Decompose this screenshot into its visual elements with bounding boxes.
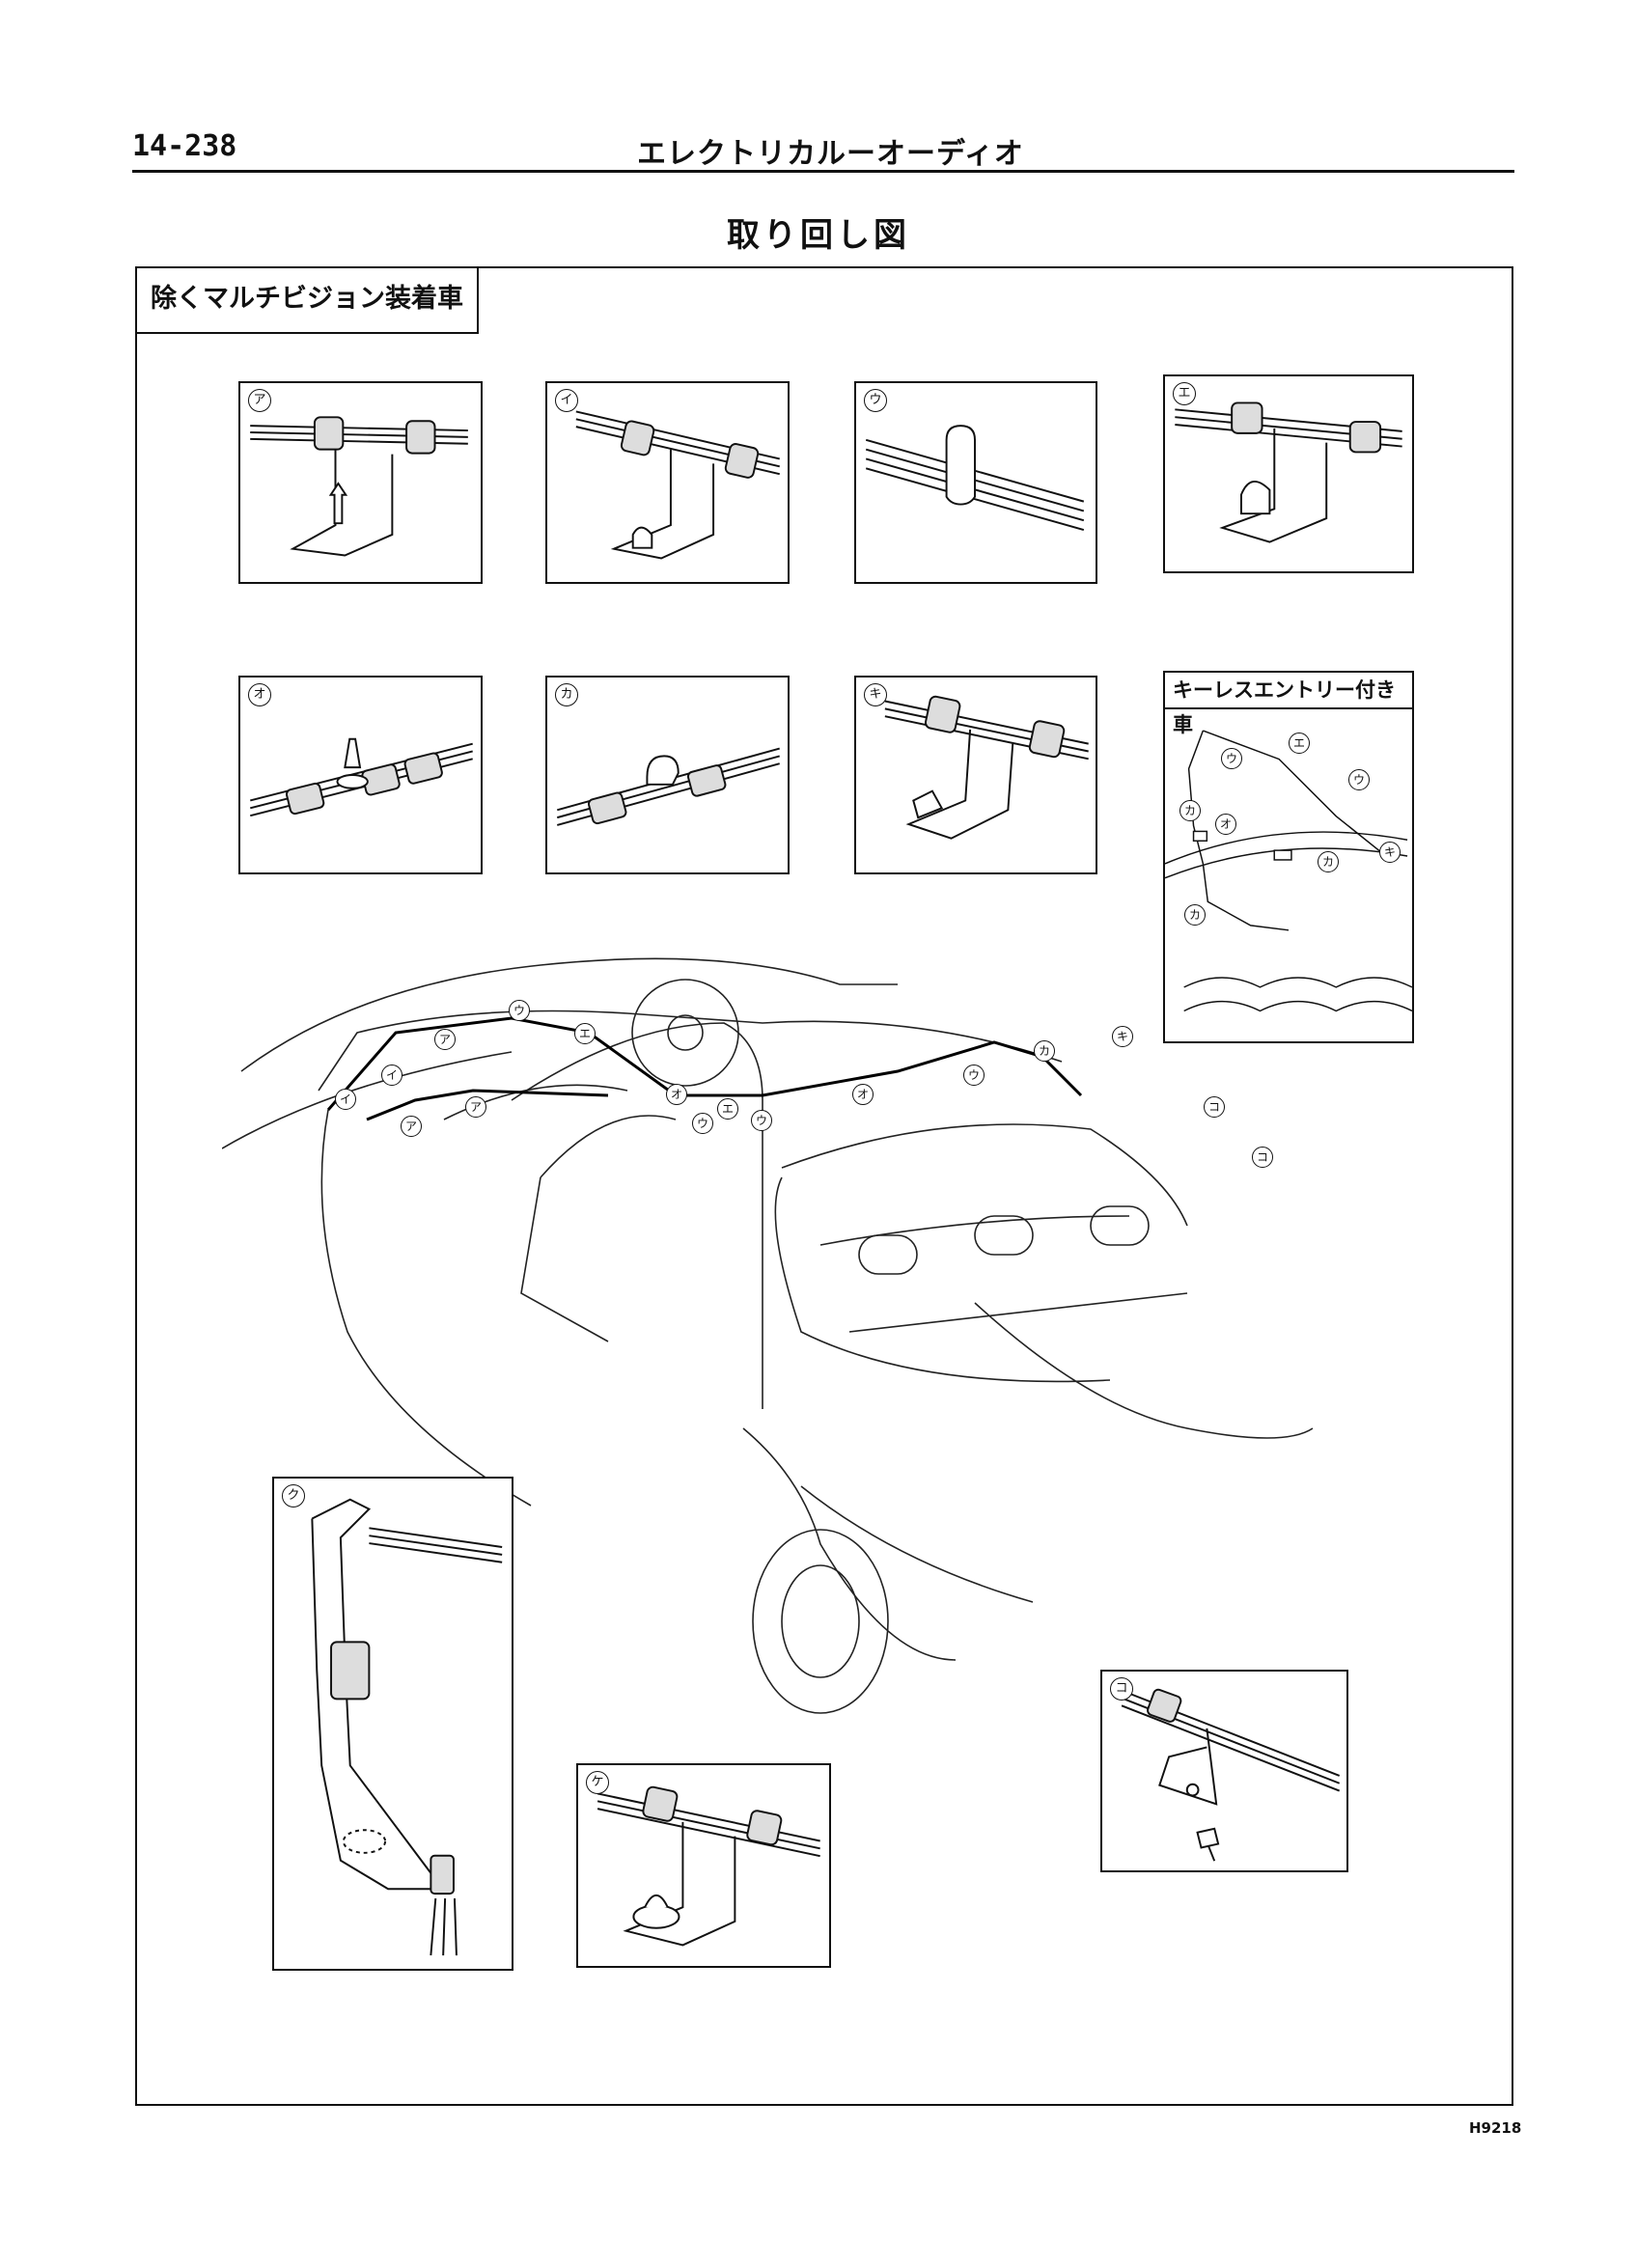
variant-label: 除くマルチビジョン装着車	[135, 266, 479, 334]
clip-stud-illustration	[250, 416, 468, 557]
keyless-entry-inset: キーレスエントリー付き車 ウ エ ウ カ オ カ キ カ	[1163, 671, 1414, 1043]
detail-ke: ケ	[576, 1763, 831, 1968]
tape-clip-illustration	[865, 425, 1085, 531]
bracket-harness-illustration	[311, 1498, 503, 1956]
car-callout: ア	[434, 1029, 456, 1050]
detail-i: イ	[545, 381, 790, 584]
car-callout: エ	[717, 1098, 738, 1120]
page-number: 14-238	[132, 129, 237, 163]
taped-clip-illustration	[557, 747, 780, 826]
car-harness-illustration	[222, 957, 1314, 1714]
car-callout: カ	[1034, 1040, 1055, 1062]
inset-callout: カ	[1179, 800, 1201, 821]
detail-ku: ク	[272, 1477, 513, 1971]
car-callout: コ	[1252, 1147, 1273, 1168]
detail-ko: コ	[1100, 1670, 1348, 1872]
clip-button-illustration	[597, 1785, 820, 1947]
connector-bracket-illustration	[1175, 401, 1402, 543]
car-callout: イ	[335, 1089, 356, 1110]
image-code: H9218	[1469, 2119, 1522, 2137]
detail-marker: ア	[248, 389, 271, 412]
inset-callout: ウ	[1348, 769, 1370, 790]
detail-marker: ウ	[864, 389, 887, 412]
car-callout: キ	[1112, 1026, 1133, 1047]
car-callout: ア	[465, 1096, 486, 1118]
detail-o: オ	[238, 676, 483, 874]
detail-marker: オ	[248, 683, 271, 706]
diagram-frame	[135, 266, 1513, 2106]
car-callout: ウ	[692, 1113, 713, 1134]
inset-callout: エ	[1289, 733, 1310, 754]
detail-marker: キ	[864, 683, 887, 706]
detail-marker: カ	[555, 683, 578, 706]
inset-callout: カ	[1184, 904, 1206, 926]
detail-e: エ	[1163, 374, 1414, 573]
taped-stud-illustration	[250, 737, 473, 817]
inset-callout: オ	[1215, 814, 1236, 835]
inset-label: キーレスエントリー付き車	[1165, 673, 1412, 736]
inset-callout: ウ	[1221, 748, 1242, 769]
car-callout: コ	[1204, 1096, 1225, 1118]
detail-a: ア	[238, 381, 483, 584]
detail-marker: イ	[555, 389, 578, 412]
detail-ka: カ	[545, 676, 790, 874]
clip-bracket-illustration	[575, 410, 780, 560]
detail-ki: キ	[854, 676, 1097, 874]
detail-marker: エ	[1173, 382, 1196, 405]
keyless-wiring-illustration	[1165, 730, 1412, 1012]
header-rule	[132, 170, 1514, 173]
car-callout: エ	[574, 1023, 596, 1044]
detail-marker: コ	[1110, 1677, 1133, 1701]
car-callout: ウ	[509, 1000, 530, 1021]
bracket-clip-illustration	[884, 695, 1089, 840]
detail-marker: ケ	[586, 1771, 609, 1794]
section-title: エレクトリカルーオーディオ	[637, 137, 1024, 171]
detail-u: ウ	[854, 381, 1097, 584]
car-callout: ア	[401, 1116, 422, 1137]
detail-marker: ク	[282, 1484, 305, 1507]
car-callout: ウ	[751, 1110, 772, 1131]
diagram-title: 取り回し図	[727, 216, 910, 255]
inset-callout: カ	[1318, 851, 1339, 872]
car-callout: オ	[666, 1084, 687, 1105]
car-callout: オ	[852, 1084, 874, 1105]
inset-callout: キ	[1379, 842, 1401, 863]
car-callout: イ	[381, 1065, 402, 1086]
bolted-bracket-illustration	[1121, 1688, 1341, 1862]
car-callout: ウ	[963, 1065, 985, 1086]
